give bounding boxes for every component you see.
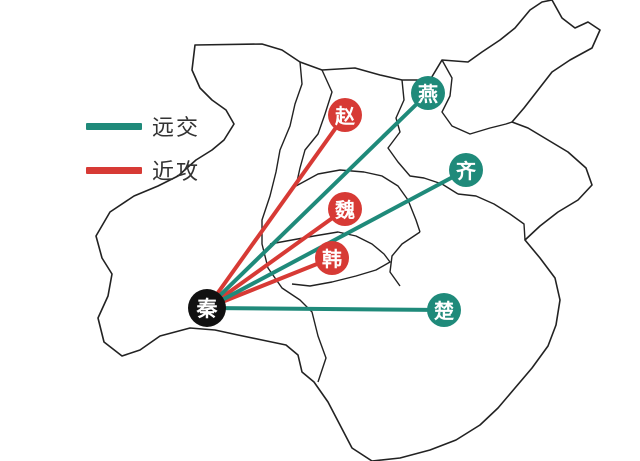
border-line <box>295 169 421 233</box>
state-marker-zhao: 赵 <box>328 98 362 132</box>
state-marker-han: 韩 <box>315 241 349 275</box>
border-line <box>389 231 421 287</box>
border-line <box>269 231 391 287</box>
legend-swatch-alliance <box>86 122 142 130</box>
border-line <box>387 79 459 195</box>
legend-item-alliance: 远交 <box>86 104 200 148</box>
border-line <box>295 69 333 187</box>
attack-line-han <box>206 256 333 310</box>
attack-line-wei <box>205 207 347 310</box>
state-label-qi: 齐 <box>456 159 477 183</box>
border-line <box>457 193 526 241</box>
state-marker-chu: 楚 <box>427 293 461 327</box>
legend-label-attack: 近攻 <box>152 160 201 185</box>
alliance-line-chu <box>206 306 445 312</box>
border-line <box>441 59 513 135</box>
state-label-han: 韩 <box>322 247 342 271</box>
map-legend: 远交 近攻 <box>86 104 200 192</box>
state-label-qin: 秦 <box>196 296 219 321</box>
state-marker-qin: 秦 <box>188 289 226 327</box>
alliance-line-qi <box>206 168 467 310</box>
attack-line-zhao <box>205 113 347 310</box>
territory-outline <box>95 0 601 461</box>
state-marker-yan: 燕 <box>411 76 445 110</box>
state-label-zhao: 赵 <box>334 104 356 128</box>
legend-item-attack: 近攻 <box>86 148 200 192</box>
state-marker-qi: 齐 <box>449 153 483 187</box>
alliance-line-yan <box>205 91 430 310</box>
state-label-chu: 楚 <box>434 299 454 323</box>
legend-label-alliance: 远交 <box>152 116 201 141</box>
state-label-wei: 魏 <box>334 198 355 222</box>
legend-swatch-attack <box>86 166 142 174</box>
state-label-yan: 燕 <box>418 82 438 106</box>
state-marker-wei: 魏 <box>328 192 362 226</box>
